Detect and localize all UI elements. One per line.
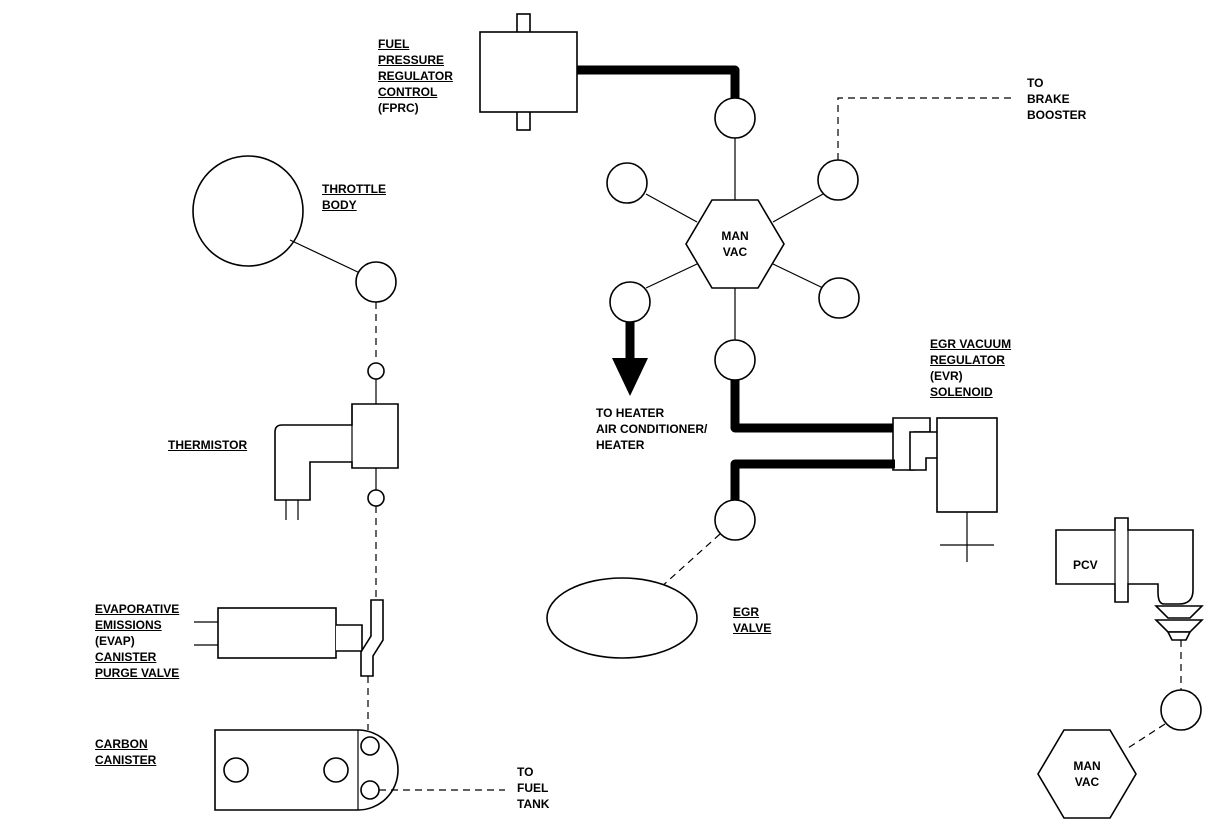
egr-valve: [546, 577, 698, 659]
fprc-label-line-3: REGULATOR: [378, 69, 453, 83]
brake-booster-line-1: TO: [1027, 76, 1044, 90]
man-vac-bottom-line-1: MAN: [1073, 759, 1101, 773]
evr-line-2: REGULATOR: [930, 353, 1005, 367]
man-vac-top-line-2: VAC: [722, 245, 748, 259]
fuel-tank-line-1: TO: [517, 765, 534, 779]
evr-solenoid: SOLENOID: [930, 385, 993, 399]
hub-node-lower-left: [609, 281, 651, 323]
pcv-label: PCV: [1073, 557, 1098, 573]
fprc-hose: [577, 65, 740, 98]
man-vac-hub-top: [685, 199, 785, 289]
thermistor-upper-port: [367, 362, 385, 380]
evr-label: EGR VACUUM REGULATOR (EVR) SOLENOID: [930, 336, 1011, 400]
egr-valve-line-1: EGR: [733, 605, 760, 619]
heater-label: TO HEATER AIR CONDITIONER/ HEATER: [596, 405, 707, 453]
fprc-label-line-1: FUEL: [378, 37, 410, 51]
throttle-body-line-2: BODY: [322, 198, 357, 212]
heater-arrow: [612, 322, 648, 396]
brake-booster-line-2: BRAKE: [1027, 92, 1070, 106]
brake-booster-line-3: BOOSTER: [1027, 108, 1087, 122]
carbon-canister-component: [214, 729, 399, 811]
brake-booster-line: [837, 97, 1012, 160]
evap-line-5: PURGE VALVE: [95, 666, 180, 680]
heater-line-1: TO HEATER: [596, 406, 665, 420]
egr-port-node: [714, 499, 756, 541]
brake-booster-label: TO BRAKE BOOSTER: [1027, 75, 1086, 123]
thermistor-label: THERMISTOR: [168, 437, 247, 453]
throttle-body-node: [355, 261, 397, 303]
carbon-canister-line-2: CANISTER: [95, 753, 157, 767]
fprc-port-node: [714, 97, 756, 139]
fprc-label-line-4: CONTROL: [378, 85, 438, 99]
evr-hose-upper: [730, 380, 895, 433]
hub-node-lower-right: [818, 277, 860, 319]
evap-purge-valve: [194, 599, 384, 677]
fprc-component: [479, 13, 578, 131]
pcv-component: [1055, 517, 1204, 641]
evr-hose-lower: [730, 459, 895, 500]
egr-valve-line-2: VALVE: [733, 621, 772, 635]
fuel-tank-line-3: TANK: [517, 797, 550, 811]
evr-solenoid-component: [892, 417, 998, 562]
fprc-label-abbr: (FPRC): [378, 101, 419, 115]
hub-node-upper-right: [817, 159, 859, 201]
evap-line-2: EMISSIONS: [95, 618, 162, 632]
man-vac-bottom-line-2: VAC: [1074, 775, 1100, 789]
fprc-label: FUEL PRESSURE REGULATOR CONTROL (FPRC): [378, 36, 453, 116]
evap-line-1: EVAPORATIVE: [95, 602, 180, 616]
hub-node-upper-left: [606, 162, 648, 204]
man-vac-top-label: MAN VAC: [705, 228, 765, 260]
man-vac-hub-spokes: [645, 138, 824, 340]
evap-abbr: (EVAP): [95, 634, 135, 648]
thermistor-line: THERMISTOR: [168, 438, 248, 452]
evap-line-4: CANISTER: [95, 650, 157, 664]
throttle-body-label: THROTTLE BODY: [322, 181, 386, 213]
throttle-body: [192, 155, 304, 267]
thermistor-lower-port: [367, 489, 385, 507]
man-vac-bottom-label: MAN VAC: [1057, 758, 1117, 790]
throttle-body-line-1: THROTTLE: [322, 182, 386, 196]
hub-node-bottom: [714, 339, 756, 381]
carbon-canister-label: CARBON CANISTER: [95, 736, 156, 768]
heater-line-3: HEATER: [596, 438, 645, 452]
fuel-tank-line-2: FUEL: [517, 781, 549, 795]
pcv-node: [1160, 689, 1202, 731]
heater-line-2: AIR CONDITIONER/: [596, 422, 708, 436]
carbon-canister-line-1: CARBON: [95, 737, 148, 751]
evr-abbr: (EVR): [930, 369, 963, 383]
evap-label: EVAPORATIVE EMISSIONS (EVAP) CANISTER PU…: [95, 601, 179, 681]
egr-valve-label: EGR VALVE: [733, 604, 771, 636]
egr-valve-line: [659, 533, 721, 589]
man-vac-hub-bottom: [1037, 729, 1137, 819]
thermistor-component: [274, 403, 399, 520]
pcv-line: PCV: [1073, 558, 1098, 572]
evr-line-1: EGR VACUUM: [930, 337, 1012, 351]
man-vac-top-line-1: MAN: [721, 229, 749, 243]
fuel-tank-label: TO FUEL TANK: [517, 764, 549, 812]
fprc-label-line-2: PRESSURE: [378, 53, 445, 67]
